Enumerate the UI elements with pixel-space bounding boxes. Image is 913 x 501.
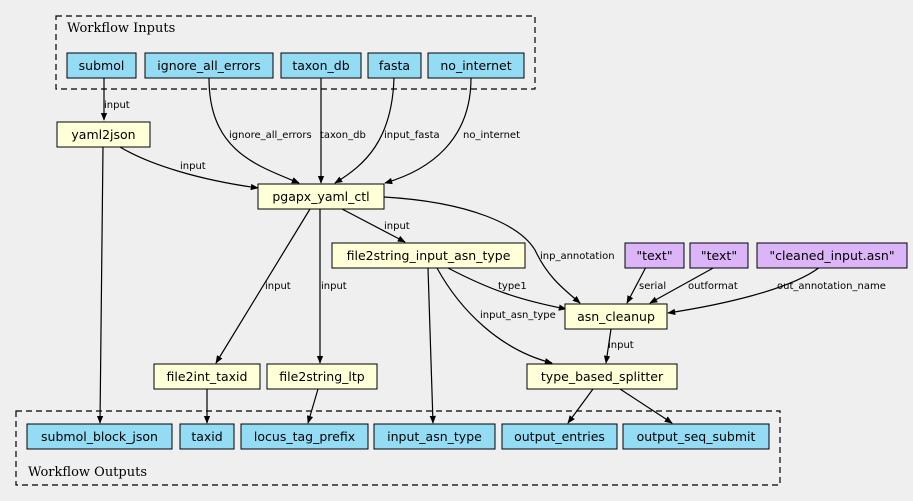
svg-text:file2int_taxid: file2int_taxid: [167, 369, 248, 384]
svg-text:"cleaned_input.asn": "cleaned_input.asn": [769, 248, 894, 263]
svg-text:asn_cleanup: asn_cleanup: [577, 309, 655, 324]
edge-label-taxon-db: taxon_db: [320, 130, 366, 141]
output-node-output-seq-submit[interactable]: output_seq_submit: [622, 423, 770, 450]
svg-text:file2string_input_asn_type: file2string_input_asn_type: [347, 248, 511, 263]
svg-text:pgapx_yaml_ctl: pgapx_yaml_ctl: [272, 189, 369, 204]
output-node-taxid[interactable]: taxid: [179, 423, 235, 450]
edge-labels: input ignore_all_errors taxon_db input_f…: [104, 100, 886, 351]
output-node-locus-tag-prefix[interactable]: locus_tag_prefix: [240, 423, 369, 450]
edges: [96, 77, 821, 424]
edge-file2string-output: [427, 267, 436, 424]
edge-label-out-annotation-name: out_annotation_name: [777, 281, 886, 292]
edge-label-input-asn-type: input_asn_type: [480, 310, 556, 321]
edge-label-inp-annotation: inp_annotation: [540, 251, 615, 262]
edge-label-pgapx-input: input: [384, 221, 410, 232]
edge-label-type1: type1: [498, 281, 527, 292]
edge-label-outformat: outformat: [688, 281, 738, 292]
constant-node-text-outformat[interactable]: "text": [689, 242, 749, 269]
edge-pgapx-file2int: [215, 208, 311, 364]
edge-fasta: [334, 77, 395, 184]
output-node-output-entries[interactable]: output_entries: [501, 423, 618, 450]
edge-label-file2int-input: input: [265, 281, 291, 292]
step-nodes: yaml2json pgapx_yaml_ctl file2string_inp…: [56, 121, 678, 390]
workflow-outputs-cluster: Workflow Outputs: [15, 410, 781, 486]
step-node-file2string-input-asn-type[interactable]: file2string_input_asn_type: [331, 242, 526, 269]
edge-label-cleanup-input: input: [608, 340, 634, 351]
edge-label-ignore-all-errors: ignore_all_errors: [229, 130, 312, 141]
edge-type1: [447, 267, 567, 311]
constant-node-text-serial[interactable]: "text": [624, 242, 685, 269]
svg-text:submol: submol: [79, 58, 125, 73]
svg-text:locus_tag_prefix: locus_tag_prefix: [254, 429, 355, 444]
output-nodes: submol_block_json taxid locus_tag_prefix…: [26, 423, 770, 450]
input-node-ignore-all-errors[interactable]: ignore_all_errors: [144, 52, 274, 79]
step-node-pgapx-yaml-ctl[interactable]: pgapx_yaml_ctl: [257, 183, 385, 210]
svg-text:yaml2json: yaml2json: [71, 127, 135, 142]
edge-serial: [626, 266, 647, 304]
output-node-input-asn-type[interactable]: input_asn_type: [373, 423, 496, 450]
edge-splitter-seq-submit: [619, 388, 673, 424]
step-node-asn-cleanup[interactable]: asn_cleanup: [564, 303, 668, 330]
svg-text:submol_block_json: submol_block_json: [41, 429, 158, 444]
edge-label-no-internet: no_internet: [463, 130, 520, 141]
input-node-taxon-db[interactable]: taxon_db: [280, 52, 362, 79]
svg-text:"text": "text": [636, 248, 672, 263]
edge-yaml2json-pgapx: [119, 146, 259, 191]
step-node-file2int-taxid[interactable]: file2int_taxid: [153, 363, 261, 390]
edge-input-asn-type: [436, 267, 553, 365]
constant-node-cleaned-input-asn[interactable]: "cleaned_input.asn": [756, 242, 908, 269]
svg-text:no_internet: no_internet: [440, 58, 511, 73]
svg-text:ignore_all_errors: ignore_all_errors: [157, 58, 260, 73]
edge-label-yaml2json-input: input: [180, 161, 206, 172]
svg-text:taxon_db: taxon_db: [292, 58, 349, 73]
edge-outformat: [649, 266, 716, 304]
edge-cleanup-splitter: [603, 328, 612, 364]
workflow-inputs-cluster: Workflow Inputs: [55, 15, 536, 90]
edge-pgapx-file2string: [341, 208, 406, 243]
edge-label-serial: serial: [639, 281, 666, 292]
input-node-submol[interactable]: submol: [66, 52, 137, 79]
edge-out-annotation-name: [667, 266, 821, 316]
svg-text:output_entries: output_entries: [514, 429, 605, 444]
edge-yaml2json-submol-block: [96, 146, 104, 424]
input-node-no-internet[interactable]: no_internet: [427, 52, 525, 79]
constant-nodes: "text" "text" "cleaned_input.asn": [624, 242, 908, 269]
svg-text:type_based_splitter: type_based_splitter: [541, 369, 664, 384]
input-nodes: submol ignore_all_errors taxon_db fasta …: [66, 52, 525, 79]
edge-no-internet: [384, 77, 472, 185]
svg-text:taxid: taxid: [191, 429, 222, 444]
input-node-fasta[interactable]: fasta: [367, 52, 422, 79]
workflow-outputs-title: Workflow Outputs: [28, 465, 147, 480]
output-node-submol-block-json[interactable]: submol_block_json: [26, 423, 173, 450]
step-node-type-based-splitter[interactable]: type_based_splitter: [526, 363, 678, 390]
svg-text:"text": "text": [701, 248, 737, 263]
edge-label-submol-input: input: [104, 100, 130, 111]
edge-inp-annotation: [383, 196, 581, 304]
edge-ignore-all-errors: [208, 77, 300, 184]
edge-label-ltp-input: input: [321, 281, 347, 292]
svg-text:input_asn_type: input_asn_type: [387, 429, 482, 444]
workflow-inputs-title: Workflow Inputs: [67, 21, 175, 36]
edge-splitter-entries: [567, 388, 594, 424]
edge-label-input-fasta: input_fasta: [384, 130, 440, 141]
step-node-yaml2json[interactable]: yaml2json: [56, 121, 151, 148]
svg-text:output_seq_submit: output_seq_submit: [637, 429, 756, 444]
step-node-file2string-ltp[interactable]: file2string_ltp: [266, 363, 378, 390]
svg-text:fasta: fasta: [379, 58, 410, 73]
edge-ltp-locus-tag: [306, 388, 319, 424]
svg-text:file2string_ltp: file2string_ltp: [279, 369, 364, 384]
